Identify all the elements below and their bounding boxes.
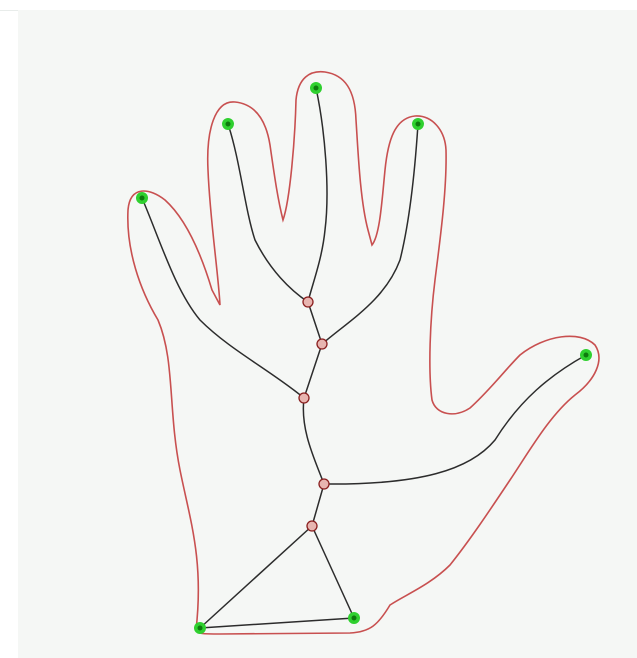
pinky-tip-point xyxy=(580,349,592,361)
junction-wrist xyxy=(307,521,317,531)
skeleton-edge-index xyxy=(228,124,308,302)
skeleton-edge-wrist-base xyxy=(200,618,354,628)
junction-mid xyxy=(317,339,327,349)
junction-pinky-branch xyxy=(319,479,329,489)
skeleton-edge-wrist-left xyxy=(200,526,312,628)
ring-tip-point xyxy=(412,118,424,130)
hand-outline xyxy=(128,72,599,634)
skeleton-edge-middle xyxy=(308,88,327,302)
endpoint-points xyxy=(136,82,592,634)
junction-lower-left xyxy=(299,393,309,403)
skeleton-edge-spine xyxy=(303,302,324,526)
wrist-right-point xyxy=(348,612,360,624)
junction-upper xyxy=(303,297,313,307)
skeleton-edge-ring xyxy=(322,124,418,344)
skeleton-edge-wrist-right xyxy=(312,526,354,618)
skeleton-edge-pinky xyxy=(324,355,586,484)
index-tip-point xyxy=(222,118,234,130)
wrist-left-point xyxy=(194,622,206,634)
thumb-tip-point xyxy=(136,192,148,204)
skeleton-edge-thumb xyxy=(142,198,304,398)
middle-tip-point xyxy=(310,82,322,94)
